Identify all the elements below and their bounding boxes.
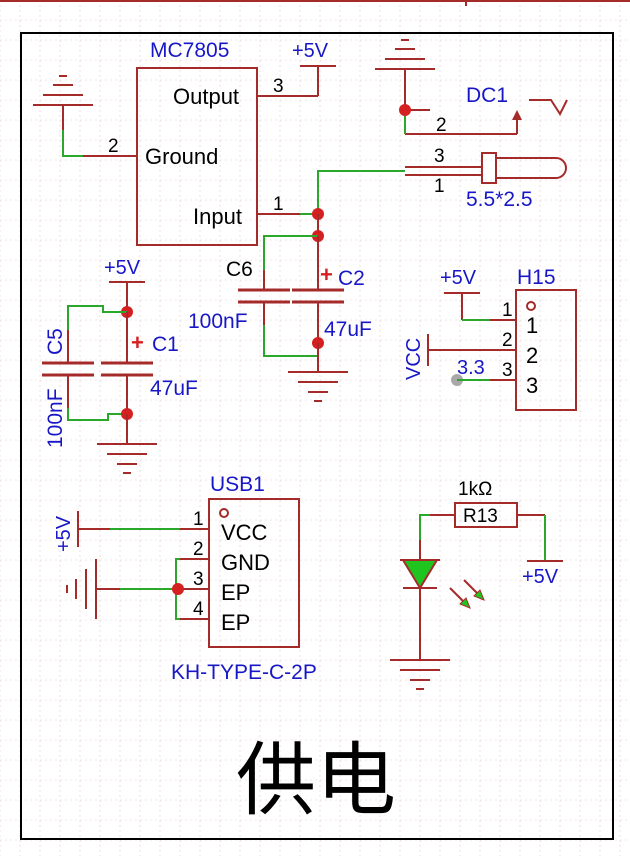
header-pin1-name: 1 [526, 313, 538, 338]
c1-ref: C1 [152, 333, 179, 356]
wire-dcjack-to-input [300, 170, 405, 215]
sheet-title: 供电 [236, 734, 396, 827]
junction-dcjack-ground [399, 104, 411, 116]
usb-value: KH-TYPE-C-2P [171, 661, 317, 684]
usb-5v-label: +5V [53, 515, 75, 552]
usb-pin1-num: 1 [193, 509, 204, 530]
c1-ground-symbol [97, 414, 157, 474]
header-pin3-name: 3 [526, 373, 538, 398]
wire-c5-bottom [67, 408, 127, 421]
dc-jack-ground-symbol [375, 39, 435, 110]
usb-ground-symbol [66, 559, 120, 619]
usb-pin3-name: EP [221, 580, 250, 605]
dc-jack-ref: DC1 [466, 84, 508, 107]
dc-jack-value: 5.5*2.5 [466, 188, 533, 211]
svg-text:+: + [131, 330, 144, 355]
dc-jack-dc1[interactable]: DC1 2 3 1 5.5*2.5 [405, 84, 568, 211]
c5-value: 100nF [44, 388, 67, 448]
resistor-value: 1kΩ [458, 479, 492, 500]
header-body [515, 289, 577, 411]
dc-jack-pin1-num: 1 [434, 176, 445, 197]
led-body [401, 559, 439, 590]
dc-jack-pin3-num: 3 [434, 146, 445, 167]
regulator-ground-pin-num: 2 [108, 136, 119, 157]
regulator-ref: MC7805 [150, 39, 229, 62]
regulator-pin-ground: Ground [145, 144, 218, 169]
c2-ground-symbol [288, 343, 348, 402]
regulator-ground-symbol [33, 75, 93, 130]
svg-text:+: + [320, 262, 333, 287]
resistor-r13[interactable]: R13 1kΩ [430, 479, 545, 528]
header-5v-label: +5V [440, 267, 477, 289]
wire-regulator-ground [62, 130, 83, 157]
header-5v-symbol: +5V [440, 267, 480, 320]
header-net3-label: 3.3 [457, 357, 485, 379]
regulator-mc7805[interactable]: MC7805 Output Ground Input 3 2 1 [83, 39, 318, 246]
usb-pin2-num: 2 [193, 539, 204, 560]
usb-body [208, 498, 300, 648]
regulator-pin-input: Input [193, 204, 242, 229]
header-pin2-num: 2 [502, 330, 513, 351]
c2-ref: C2 [338, 267, 365, 290]
resistor-5v-symbol: +5V [522, 560, 563, 588]
capacitor-c6[interactable]: C6 100nF [188, 258, 290, 333]
regulator-5v-symbol: +5V [292, 40, 336, 96]
c5-ref: C5 [44, 328, 67, 355]
usb-pin4-num: 4 [193, 599, 204, 620]
usb-pin3-num: 3 [193, 569, 204, 590]
c6-value: 100nF [188, 310, 248, 333]
resistor-designator: R13 [463, 506, 498, 527]
c2-value: 47uF [324, 318, 372, 341]
usb-pin2-name: GND [221, 550, 270, 575]
capacitor-c1[interactable]: + C1 47uF [101, 312, 198, 414]
usb-connector-usb1[interactable]: USB1 VCC GND EP EP 1 2 3 4 KH-TYPE-C-2P [171, 473, 317, 684]
sheet-frame [20, 32, 614, 840]
header-vcc-symbol: VCC [403, 334, 490, 380]
c6-ref: C6 [226, 258, 253, 281]
led-ground-symbol [390, 636, 450, 690]
regulator-pin-output: Output [173, 84, 239, 109]
regulator-input-pin-num: 1 [273, 194, 284, 215]
header-h15[interactable]: H15 1 2 3 1 2 3 [490, 266, 577, 411]
wire-r13-to-led [419, 514, 430, 540]
wire-c6-top [263, 235, 318, 270]
dc-jack-pin2-num: 2 [436, 115, 447, 136]
junction-usb-gnd [172, 583, 184, 595]
header-pin3-num: 3 [502, 360, 513, 381]
c1-value: 47uF [150, 377, 198, 400]
c1-5v-symbol: +5V [104, 257, 145, 312]
wire-c5-top [67, 305, 127, 360]
header-pin1-num: 1 [502, 300, 513, 321]
regulator-output-pin-num: 3 [273, 76, 284, 97]
c1-5v-label: +5V [104, 257, 141, 279]
usb-5v-symbol: +5V [53, 511, 110, 552]
usb-ref: USB1 [210, 473, 265, 496]
header-pin2-name: 2 [526, 343, 538, 368]
capacitor-c2[interactable]: + C2 47uF [292, 236, 372, 356]
regulator-5v-label: +5V [292, 40, 329, 62]
capacitor-c5[interactable]: C5 100nF [42, 328, 94, 448]
wire-c6-bottom [263, 325, 318, 357]
usb-pin4-name: EP [221, 610, 250, 635]
header-ref: H15 [517, 266, 556, 289]
usb-pin1-name: VCC [221, 520, 268, 545]
header-vcc-label: VCC [403, 338, 425, 380]
resistor-5v-label: +5V [522, 566, 559, 588]
led[interactable] [400, 540, 485, 636]
